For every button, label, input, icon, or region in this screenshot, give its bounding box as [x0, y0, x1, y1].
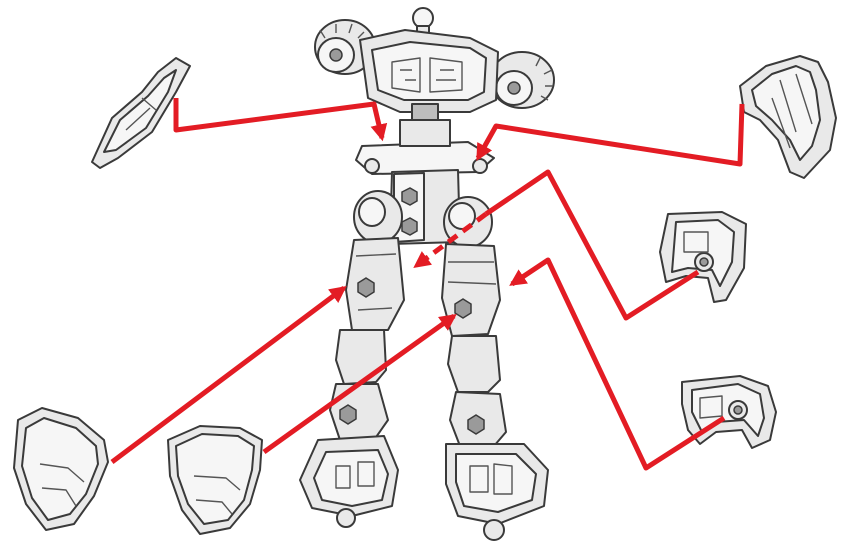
hip-joint-left [353, 190, 403, 244]
chest-block [359, 29, 499, 121]
waist-bar [355, 119, 495, 175]
arrow-lower-armor [509, 257, 726, 471]
leg-right [441, 243, 549, 541]
assembly-arrows [110, 98, 745, 471]
shoulder-wing-left [91, 57, 191, 169]
arrow-upper-armor-solid [484, 169, 700, 321]
robot-frame [299, 7, 555, 541]
shoulder-wing-right [739, 55, 837, 179]
arrow-front-right-armor [262, 313, 457, 455]
arrow-front-left-armor [110, 285, 347, 464]
shoulder-joint-left [314, 19, 376, 75]
shoulder-joint-right [489, 51, 555, 109]
leg-armor-front-left [13, 407, 109, 531]
leg-armor-front-right [167, 425, 263, 535]
leg-left [299, 237, 405, 528]
arrow-left-wing [173, 98, 388, 142]
arrow-right-wing [475, 103, 745, 167]
leg-armor-inner-upper [659, 211, 747, 303]
arrow-upper-armor-dashed [413, 211, 488, 269]
